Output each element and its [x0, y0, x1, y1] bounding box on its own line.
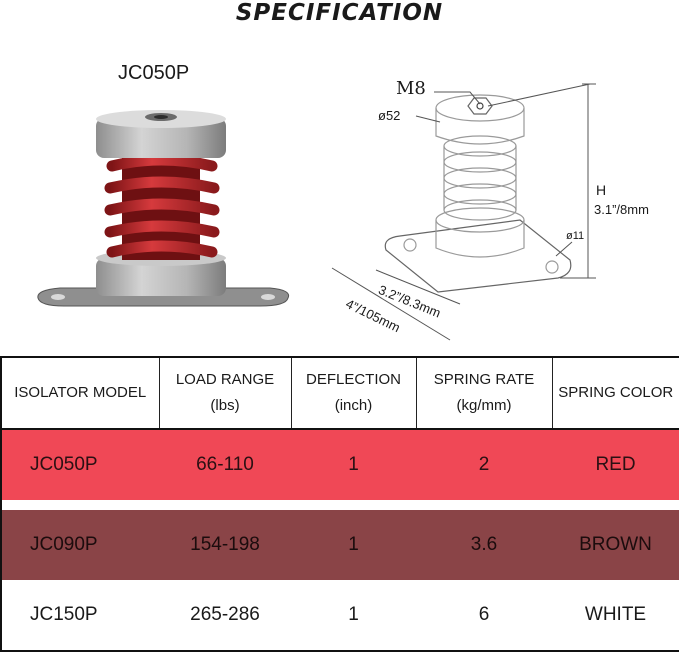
product-model-label: JC050P [118, 62, 190, 84]
cell-spring-color: WHITE [552, 580, 679, 651]
height-value-label: 3.1”/8mm [594, 202, 649, 217]
header-isolator-model: ISOLATOR MODEL [1, 357, 160, 430]
header-spring-rate: SPRING RATE (kg/mm) [416, 357, 553, 430]
isolator-product-image [37, 110, 290, 307]
cell-load-range: 66-110 [159, 429, 291, 500]
top-diameter-label: ø52 [378, 108, 401, 123]
cell-load-range: 265-286 [159, 580, 291, 651]
specification-table: ISOLATOR MODEL LOAD RANGE (lbs) DEFLECTI… [0, 356, 679, 652]
cell-deflection: 1 [291, 580, 416, 651]
drawing-lines [331, 83, 596, 341]
header-spring-color: SPRING COLOR [552, 357, 679, 430]
cell-deflection: 1 [291, 429, 416, 500]
header-load-range: LOAD RANGE (lbs) [159, 357, 292, 430]
page-title: SPECIFICATION [235, 0, 444, 26]
cell-spring-rate: 3.6 [416, 510, 552, 580]
table-row: JC090P 154-198 1 3.6 BROWN [1, 510, 679, 580]
height-letter-label: H [596, 182, 607, 198]
cell-spring-rate: 6 [416, 580, 552, 651]
cell-model: JC150P [1, 580, 159, 651]
cell-model: JC050P [1, 429, 159, 500]
cell-spring-color: BROWN [552, 510, 679, 580]
thread-size-label: M8 [396, 78, 426, 99]
table-row: JC050P 66-110 1 2 RED [1, 429, 679, 500]
header-deflection: DEFLECTION (inch) [291, 357, 417, 430]
hole-diameter-label: ø11 [566, 230, 585, 242]
table-header-row: ISOLATOR MODEL LOAD RANGE (lbs) DEFLECTI… [1, 357, 679, 430]
table-row: JC150P 265-286 1 6 WHITE [1, 580, 679, 651]
dimension-drawing: M8 ø52 H 3.1”/8mm ø11 3.2”/8.3mm 4”/105m… [320, 70, 660, 350]
cell-spring-rate: 2 [416, 429, 552, 500]
cell-model: JC090P [1, 510, 159, 580]
cell-deflection: 1 [291, 510, 416, 580]
row-spacer [1, 500, 679, 510]
cell-load-range: 154-198 [159, 510, 291, 580]
cell-spring-color: RED [552, 429, 679, 500]
